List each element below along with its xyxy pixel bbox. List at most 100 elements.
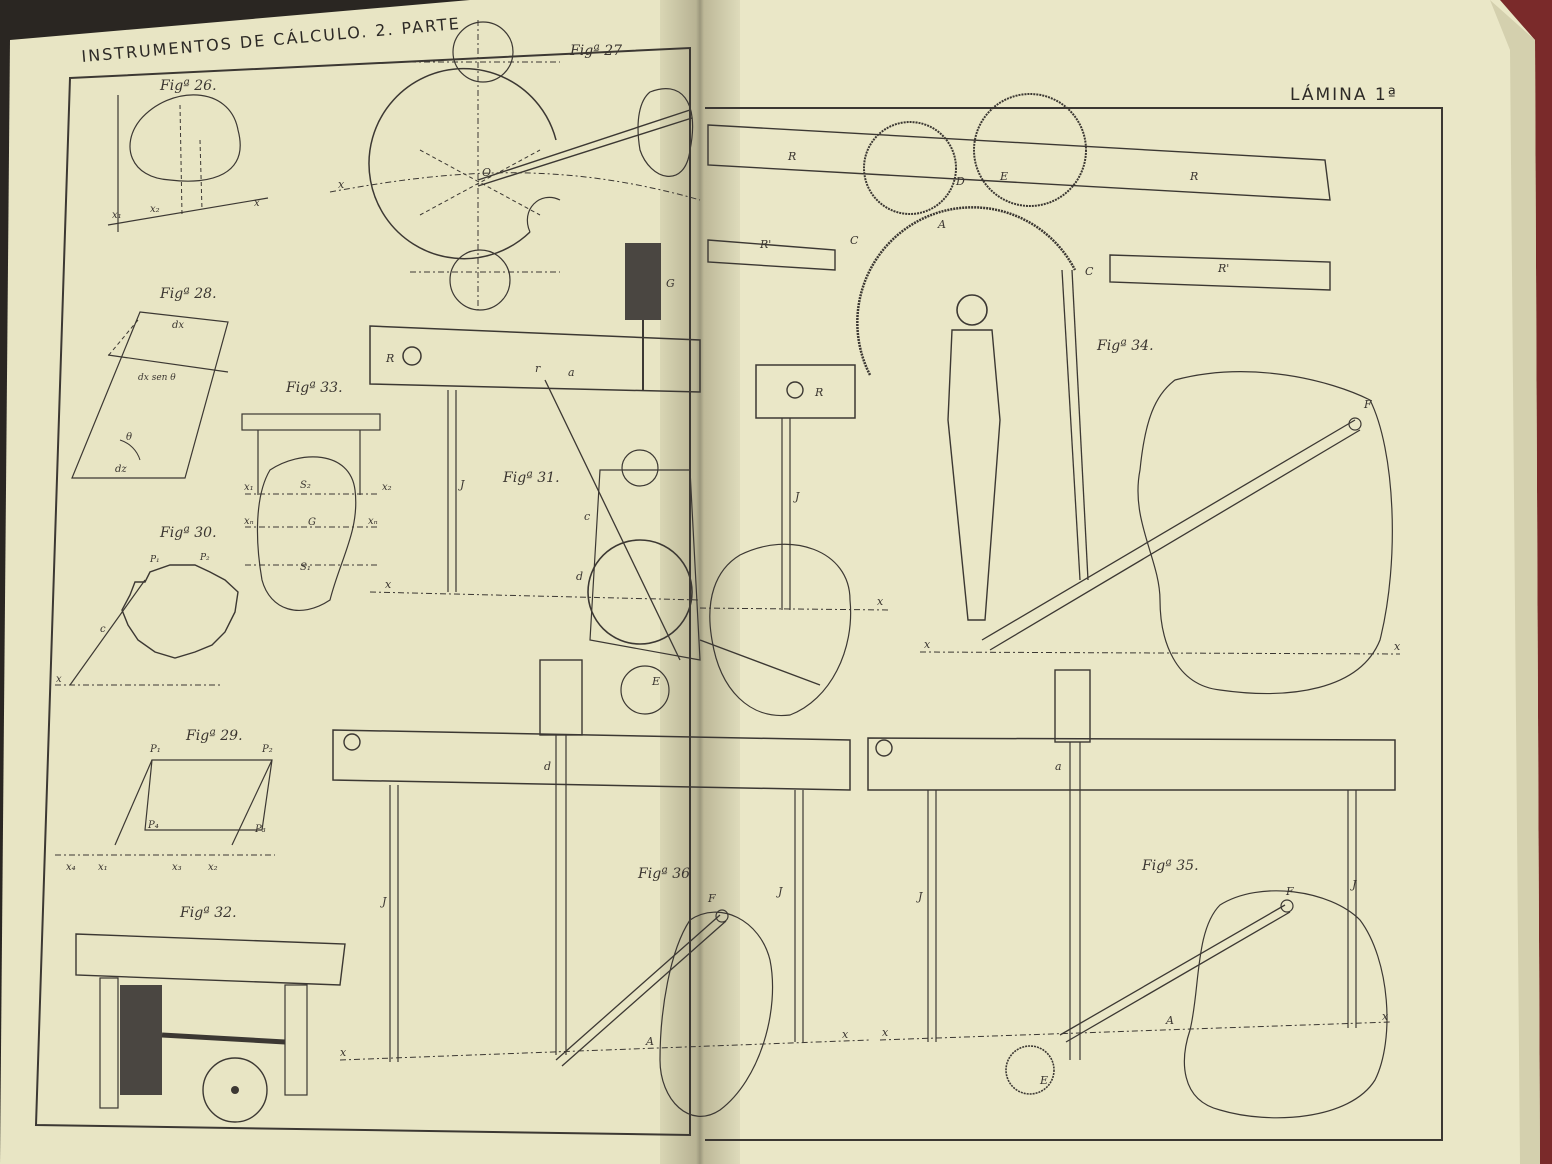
svg-text:P₁: P₁ — [149, 555, 160, 565]
svg-text:F: F — [1285, 885, 1294, 898]
svg-text:x: x — [924, 638, 931, 651]
svg-text:r: r — [535, 362, 541, 375]
svg-text:J: J — [793, 490, 800, 503]
svg-text:x₁: x₁ — [244, 482, 254, 493]
svg-text:O: O — [482, 166, 491, 179]
svg-text:C: C — [850, 234, 859, 247]
figure-35: Figª 35. x x J J F a A E — [867, 669, 1396, 1119]
svg-text:x₂: x₂ — [208, 862, 218, 873]
svg-text:A: A — [1165, 1014, 1174, 1027]
svg-text:J: J — [1350, 878, 1357, 891]
svg-text:F: F — [1363, 398, 1372, 411]
svg-text:x₁: x₁ — [112, 210, 122, 221]
svg-text:a: a — [1055, 760, 1062, 773]
svg-text:G: G — [308, 517, 316, 528]
left-page — [0, 0, 700, 1164]
figure-36: Figª 36 x x J J F d A — [332, 659, 871, 1117]
figure-26: Figª 26. x₁ x₂ x — [107, 78, 269, 232]
svg-text:x: x — [338, 178, 345, 191]
svg-text:R': R' — [1217, 262, 1229, 275]
svg-text:R: R — [1189, 170, 1198, 183]
svg-text:x: x — [254, 198, 260, 209]
svg-text:x: x — [1394, 640, 1401, 653]
svg-text:P₂: P₂ — [199, 553, 210, 563]
svg-text:xₙ: xₙ — [368, 516, 378, 527]
figure-31-caption: Figª 31. — [502, 470, 560, 486]
svg-text:S₁: S₁ — [300, 562, 311, 573]
svg-text:P₂: P₂ — [261, 744, 273, 755]
svg-text:x: x — [842, 1028, 849, 1041]
figure-30: Figª 30. x c P₁ P₂ — [55, 525, 239, 686]
figure-33-caption: Figª 33. — [285, 380, 343, 396]
figure-32-caption: Figª 32. — [179, 905, 237, 921]
figure-27: Figª 27 O x — [329, 20, 701, 311]
figure-34-caption: Figª 34. — [1096, 338, 1154, 354]
svg-text:S₂: S₂ — [300, 480, 311, 491]
left-frame — [34, 46, 691, 1137]
figure-31-right: R J x — [699, 364, 891, 717]
right-frame — [705, 107, 1443, 1141]
page-stack — [1490, 0, 1540, 1164]
svg-text:E: E — [999, 170, 1008, 183]
svg-text:E: E — [1039, 1074, 1048, 1087]
svg-text:θ: θ — [126, 432, 132, 443]
svg-text:R: R — [787, 150, 796, 163]
svg-text:R: R — [385, 352, 394, 365]
figure-28: Figª 28. dx dx sen θ θ dz — [71, 286, 229, 479]
svg-text:c: c — [584, 510, 590, 523]
svg-text:x₂: x₂ — [382, 482, 392, 493]
svg-text:x: x — [882, 1026, 889, 1039]
svg-text:d: d — [576, 570, 583, 583]
figure-28-caption: Figª 28. — [159, 286, 217, 302]
figure-35-caption: Figª 35. — [1141, 858, 1199, 874]
svg-text:C: C — [1085, 265, 1094, 278]
svg-text:xₙ: xₙ — [244, 516, 254, 527]
figure-36-caption: Figª 36 — [637, 866, 690, 882]
svg-text:J: J — [458, 478, 465, 491]
figure-32: Figª 32. — [75, 905, 346, 1123]
svg-text:x: x — [340, 1046, 347, 1059]
svg-text:P₃: P₃ — [254, 824, 266, 835]
counter-box-G — [625, 243, 661, 320]
svg-text:x₃: x₃ — [172, 862, 182, 873]
svg-text:dx: dx — [172, 320, 184, 331]
svg-text:dx sen θ: dx sen θ — [138, 373, 176, 383]
svg-text:E: E — [651, 675, 660, 688]
svg-text:J: J — [916, 890, 923, 903]
svg-text:x: x — [1382, 1010, 1389, 1023]
svg-text:a: a — [568, 366, 575, 379]
right-page-title: LÁMINA 1ª — [1290, 83, 1398, 105]
svg-text:P₁: P₁ — [149, 744, 161, 755]
figure-30-caption: Figª 30. — [159, 525, 217, 541]
svg-text:dz: dz — [115, 464, 127, 475]
svg-text:x₂: x₂ — [150, 204, 160, 215]
svg-text:G: G — [666, 277, 675, 290]
svg-text:J: J — [380, 895, 387, 908]
figure-29-caption: Figª 29. — [185, 728, 243, 744]
gutter — [660, 0, 740, 1164]
svg-text:A: A — [645, 1035, 654, 1048]
svg-text:F: F — [707, 892, 716, 905]
svg-text:P₄: P₄ — [147, 820, 159, 831]
svg-text:x: x — [56, 674, 62, 685]
svg-text:x: x — [877, 595, 884, 608]
figure-27-caption: Figª 27 — [569, 43, 622, 59]
svg-text:A: A — [937, 218, 946, 231]
figure-26-caption: Figª 26. — [159, 78, 217, 94]
svg-text:R: R — [814, 386, 823, 399]
svg-text:J: J — [776, 885, 783, 898]
svg-text:x: x — [385, 578, 392, 591]
svg-text:R': R' — [759, 238, 771, 251]
figure-29: Figª 29. P₁ P₂ P₄ P₃ x₄ x₁ x₃ x₂ — [55, 728, 275, 873]
svg-text:x₄: x₄ — [66, 862, 76, 873]
svg-text:D: D — [955, 175, 965, 188]
right-page — [700, 0, 1540, 1164]
figure-34: Figª 34. R R R' R' x x F D E A C C — [707, 93, 1401, 695]
figure-31: Figª 31. G R J x d c a r E — [369, 243, 821, 715]
svg-text:c: c — [100, 624, 106, 635]
figure-33: Figª 33. x₁ x₂ xₙ xₙ S₂ S₁ G — [241, 380, 392, 611]
svg-text:x₁: x₁ — [98, 862, 108, 873]
svg-text:d: d — [544, 760, 551, 773]
